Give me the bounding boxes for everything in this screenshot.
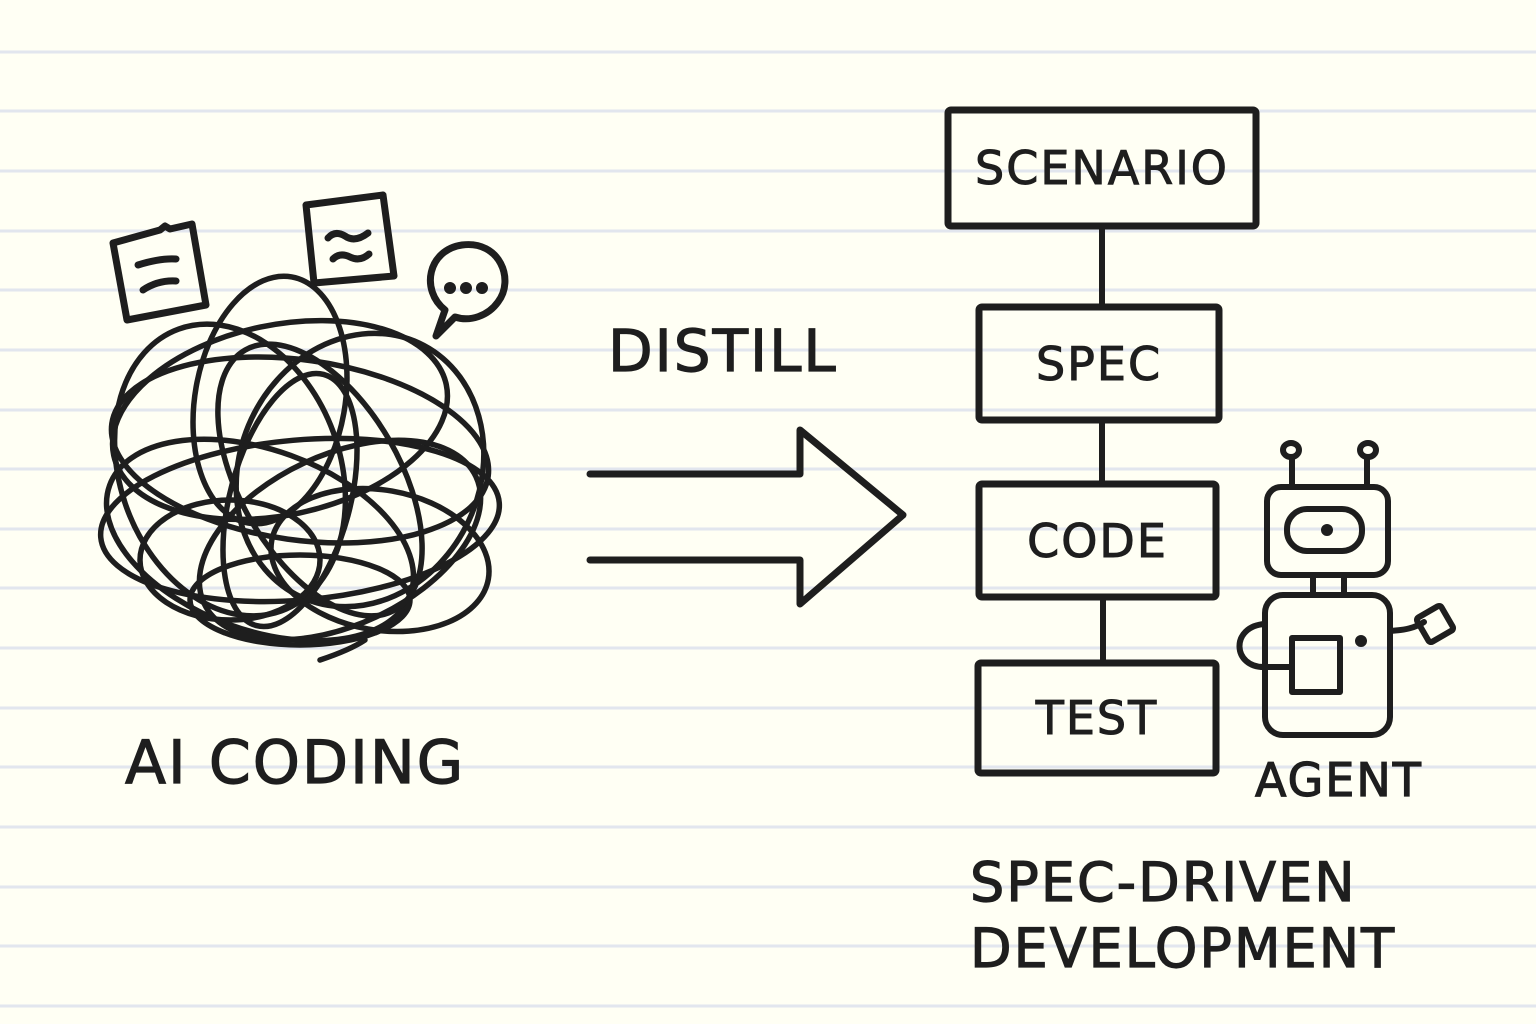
title-line-2: DEVELOPMENT (969, 917, 1397, 980)
rule-lines (0, 50, 1536, 1008)
scribble-tangle (97, 273, 503, 663)
flow-box-test (974, 659, 1220, 777)
title-line-1: SPEC-DRIVEN (969, 851, 1357, 914)
ai-coding-caption: AI CODING (124, 728, 466, 798)
flow-label-spec: SPEC (1035, 336, 1163, 391)
robot-agent-icon (1236, 440, 1457, 738)
flow-box-code (975, 480, 1220, 601)
agent-caption: AGENT (1254, 753, 1423, 807)
distill-caption: DISTILL (607, 317, 838, 385)
note-wavy-icon (302, 191, 398, 287)
flow-label-scenario: SCENARIO (975, 141, 1229, 195)
flow-connectors (1099, 223, 1106, 665)
speech-bubble-icon (426, 241, 509, 340)
double-arrow-right-icon (586, 426, 907, 608)
flow-box-scenario (944, 106, 1260, 230)
flow-box-spec (975, 303, 1223, 424)
flow-label-test: TEST (1035, 691, 1159, 745)
note-icon (109, 220, 210, 324)
flow-label-code: CODE (1027, 513, 1168, 568)
